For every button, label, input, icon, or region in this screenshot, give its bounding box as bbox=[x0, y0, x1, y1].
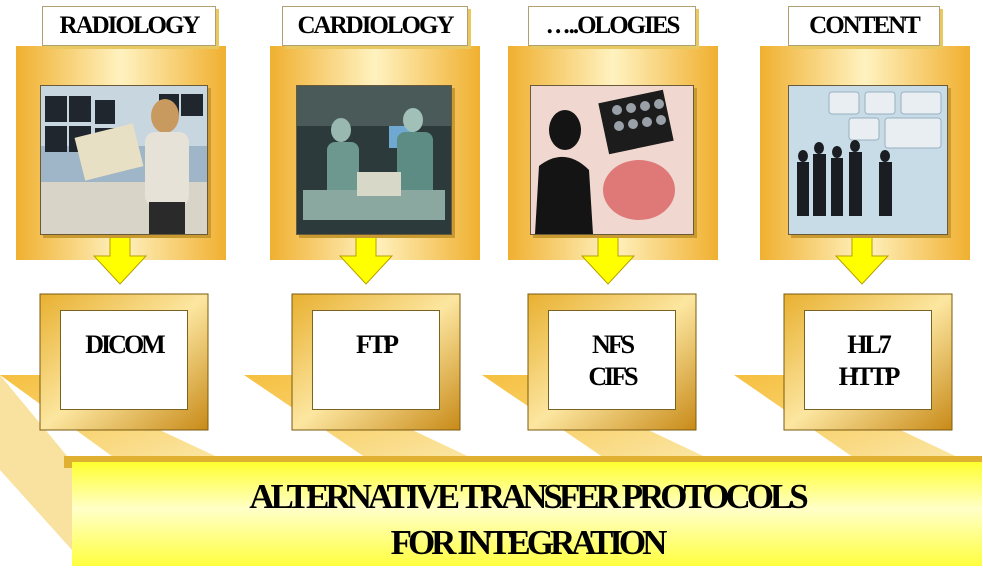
protocol-label: HTTP bbox=[838, 362, 901, 391]
protocol-box: HL7 HTTP bbox=[804, 310, 932, 410]
protocol-box: FTP bbox=[312, 310, 440, 410]
protocol-box: DICOM bbox=[60, 310, 188, 410]
protocol-label: HL7 bbox=[847, 330, 892, 359]
protocol-label: DICOM bbox=[85, 330, 165, 359]
protocol-label: NFS bbox=[591, 330, 635, 359]
content-photo bbox=[788, 85, 948, 235]
cardiology-photo bbox=[296, 85, 452, 235]
banner-line-2: FOR INTEGRATION bbox=[390, 523, 668, 562]
tab-radiology: RADIOLOGY bbox=[42, 6, 216, 46]
ologies-photo bbox=[530, 85, 694, 235]
protocol-box: NFS CIFS bbox=[548, 310, 676, 410]
protocol-frame-cardiology: FTP bbox=[292, 294, 460, 430]
tab-cardiology: CARDIOLOGY bbox=[282, 6, 468, 46]
radiology-photo bbox=[40, 85, 208, 235]
protocol-frame-ologies: NFS CIFS bbox=[528, 294, 696, 430]
tab-content: CONTENT bbox=[788, 6, 940, 46]
banner-line-1: ALTERNATIVE TRANSFER PROTOCOLS bbox=[249, 477, 809, 516]
protocol-label: CIFS bbox=[588, 362, 638, 391]
protocol-frame-radiology: DICOM bbox=[40, 294, 208, 430]
slab-banner-edge bbox=[0, 375, 72, 550]
banner-title: ALTERNATIVE TRANSFER PROTOCOLS FOR INTEG… bbox=[72, 470, 982, 570]
tab-ologies: …..OLOGIES bbox=[528, 6, 696, 46]
protocol-label: FTP bbox=[355, 330, 399, 359]
protocol-frame-content: HL7 HTTP bbox=[784, 294, 952, 430]
banner-background bbox=[72, 462, 982, 566]
arrow-group bbox=[92, 227, 890, 285]
